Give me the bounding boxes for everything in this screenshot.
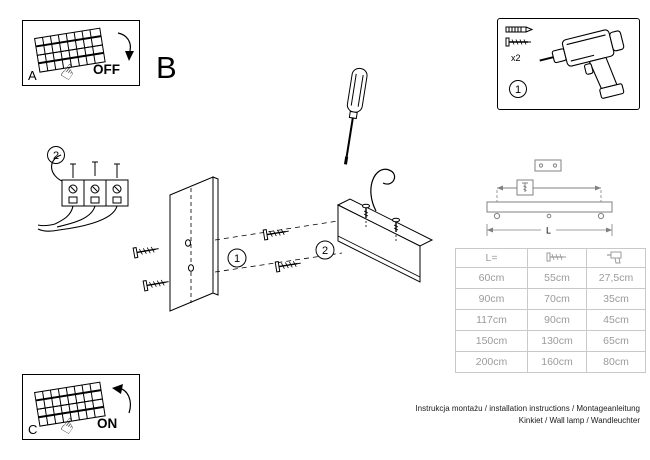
- table-row: 200cm 160cm 80cm: [455, 351, 646, 373]
- footer-text: Instrukcja montażu / installation instru…: [415, 403, 640, 428]
- table-row: 60cm 55cm 27,5cm: [455, 267, 646, 289]
- table-cell: 60cm: [455, 267, 528, 289]
- step-1-badge: 1: [227, 248, 247, 268]
- table-cell: 150cm: [455, 330, 528, 352]
- screw-box-icon: [516, 179, 534, 196]
- wall-bracket-plate: [169, 176, 219, 312]
- table-row: 117cm 90cm 45cm: [455, 309, 646, 331]
- col-offset-header: [586, 248, 646, 268]
- size-table: L=: [455, 248, 646, 373]
- table-row: 90cm 70cm 35cm: [455, 288, 646, 310]
- hardware-box: x2 1: [497, 18, 640, 110]
- screw-icon: [274, 257, 303, 273]
- flip-down-arrow-icon: [117, 32, 134, 61]
- footer-line-1: Instrukcja montażu / installation instru…: [415, 404, 640, 413]
- screw-icon: [132, 243, 161, 259]
- table-cell: 80cm: [586, 351, 646, 373]
- svg-text:1: 1: [234, 253, 240, 265]
- screw-icon: [505, 37, 531, 47]
- screw-icon: [262, 225, 291, 241]
- wiring-connector-diagram: 2: [37, 146, 129, 232]
- assembly-diagram: 1 2: [132, 67, 434, 312]
- loop-wire: [51, 154, 65, 183]
- terminal-block-icon: [61, 161, 129, 207]
- breaker-strip-icon: [34, 381, 106, 427]
- alignment-line: [214, 220, 339, 241]
- panel-power-off: ☞ A OFF: [22, 20, 140, 86]
- on-label: ON: [97, 416, 117, 431]
- breaker-strip-icon: [34, 27, 106, 73]
- table-cell: 90cm: [455, 288, 528, 310]
- panel-power-on: ☞ C ON: [22, 374, 140, 440]
- table-header-row: L=: [455, 248, 646, 268]
- col-spacing-header: [527, 248, 587, 268]
- table-cell: 65cm: [586, 330, 646, 352]
- svg-text:2: 2: [53, 150, 59, 162]
- table-cell: 117cm: [455, 309, 528, 331]
- section-b-label: B: [156, 50, 177, 85]
- table-row: 150cm 130cm 65cm: [455, 330, 646, 352]
- col-length-header: L=: [455, 248, 528, 268]
- panel-c-letter: C: [28, 422, 37, 437]
- length-header-label: L=: [485, 252, 498, 264]
- panel-a-illustration: ☞ A OFF: [28, 27, 134, 86]
- table-cell: 35cm: [586, 288, 646, 310]
- footer-line-2: Kinkiet / Wall lamp / Wandleuchter: [518, 416, 640, 426]
- drill-icon: [607, 251, 622, 263]
- off-label: OFF: [93, 62, 120, 77]
- flip-up-arrow-icon: [112, 384, 131, 414]
- svg-text:1: 1: [515, 84, 521, 96]
- screwdriver-icon: [343, 67, 368, 165]
- lamp-body: [336, 198, 434, 283]
- quantity-label: x2: [511, 53, 521, 63]
- table-cell: 70cm: [527, 288, 587, 310]
- step-2-badge: 2: [47, 146, 65, 164]
- lamp-bar: [486, 201, 613, 213]
- svg-text:2: 2: [322, 245, 328, 257]
- table-cell: 200cm: [455, 351, 528, 373]
- length-label: L: [546, 226, 551, 236]
- panel-c-illustration: ☞ C ON: [28, 381, 131, 440]
- table-cell: 160cm: [527, 351, 587, 373]
- wall-plug-icon: [505, 26, 534, 33]
- table-cell: 45cm: [586, 309, 646, 331]
- dimension-diagram: L: [486, 159, 613, 236]
- table-cell: 130cm: [527, 330, 587, 352]
- table-cell: 55cm: [527, 267, 587, 289]
- step-2-badge: 2: [315, 240, 335, 260]
- wires: [37, 205, 118, 232]
- screw-icon: [546, 252, 566, 261]
- hardware-illustration: x2 1: [505, 26, 625, 99]
- panel-a-letter: A: [28, 68, 37, 83]
- screw-icon: [142, 276, 171, 292]
- table-cell: 27,5cm: [586, 267, 646, 289]
- bracket-icon: [534, 159, 562, 172]
- step-1-badge: 1: [509, 80, 527, 98]
- power-cord: [370, 168, 396, 212]
- drill-icon: [539, 29, 625, 99]
- table-cell: 90cm: [527, 309, 587, 331]
